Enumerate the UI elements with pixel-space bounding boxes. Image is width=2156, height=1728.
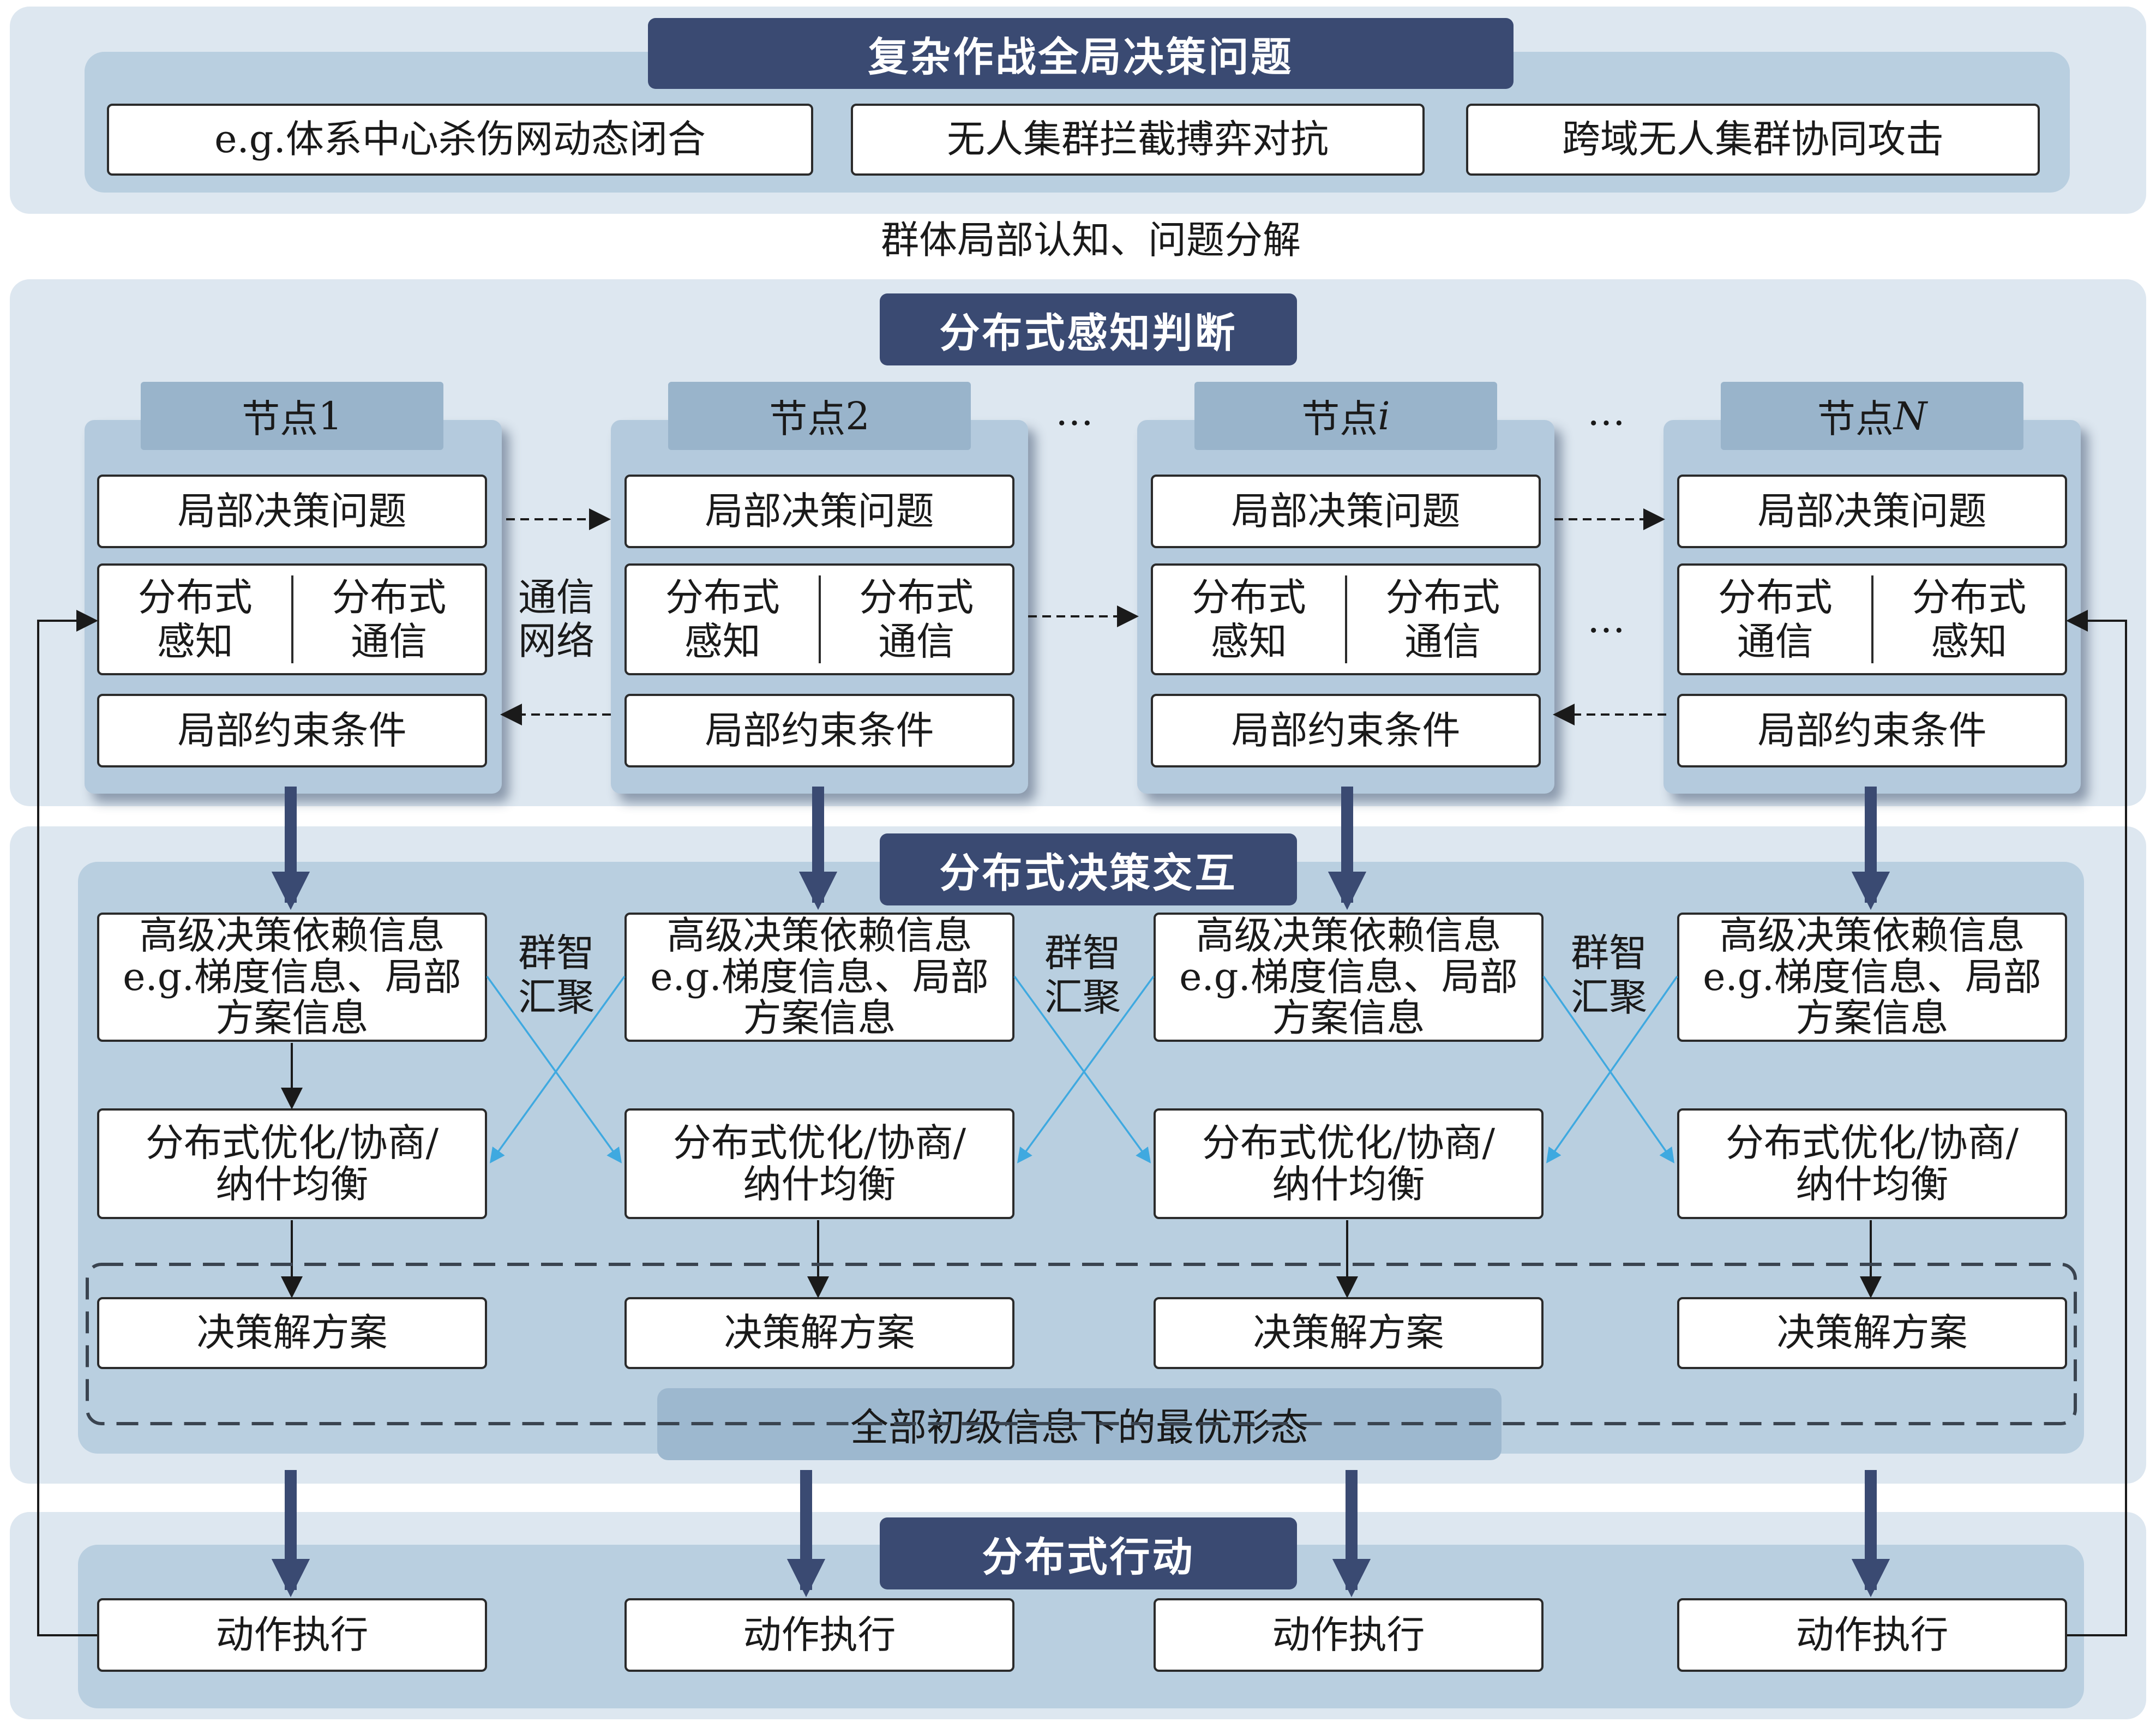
example-kill-web: e.g.体系中心杀伤网动态闭合	[107, 104, 813, 176]
action-title: 分布式行动	[880, 1517, 1297, 1589]
node-1-optimize-box: 分布式优化/协商/ 纳什均衡	[97, 1108, 487, 1219]
node-i-left-cell: 分布式 感知	[1191, 575, 1306, 664]
node-2-solution-box: 决策解方案	[624, 1297, 1014, 1369]
node-2-execute-box: 动作执行	[624, 1598, 1014, 1672]
node-n-solution-box: 决策解方案	[1677, 1297, 2067, 1369]
node-1-perception-comm: 分布式 感知 分布式 通信	[97, 563, 487, 675]
node-i-optimize-box: 分布式优化/协商/ 纳什均衡	[1154, 1108, 1544, 1219]
node-i-perception-comm: 分布式 感知 分布式 通信	[1151, 563, 1541, 675]
feedback-loop-right	[2066, 610, 2127, 1636]
interaction-title: 分布式决策交互	[880, 833, 1297, 905]
node-2-info-box: 高级决策依赖信息 e.g.梯度信息、局部 方案信息	[624, 913, 1014, 1042]
node-1-solution-box: 决策解方案	[97, 1297, 487, 1369]
decompose-label: 群体局部认知、问题分解	[881, 217, 1301, 262]
node-i-local-constraint: 局部约束条件	[1151, 694, 1541, 767]
node-n-local-constraint: 局部约束条件	[1677, 694, 2067, 767]
node-2-right-cell: 分布式 通信	[818, 575, 1013, 663]
feedback-loop-left	[37, 610, 98, 1636]
swarm-aggregation-label-2: 群智 汇聚	[1044, 931, 1121, 1019]
node-2-optimize-box: 分布式优化/协商/ 纳什均衡	[624, 1108, 1014, 1219]
node-i-execute-box: 动作执行	[1154, 1598, 1544, 1672]
node-i-right-cell: 分布式 通信	[1344, 575, 1539, 663]
swarm-aggregation-label-1: 群智 汇聚	[518, 931, 594, 1019]
solutions-dashed-frame	[86, 1263, 2077, 1425]
example-cross-domain-attack: 跨域无人集群协同攻击	[1466, 104, 2040, 176]
node-1-local-problem: 局部决策问题	[97, 475, 487, 548]
cross-i-to-n	[1542, 975, 1675, 1163]
cross-2-to-1	[489, 975, 626, 1163]
node-n-info-box: 高级决策依赖信息 e.g.梯度信息、局部 方案信息	[1677, 913, 2067, 1042]
node-1-local-constraint: 局部约束条件	[97, 694, 487, 767]
node-2-local-constraint: 局部约束条件	[624, 694, 1014, 767]
node-i-solution-box: 决策解方案	[1154, 1297, 1544, 1369]
comm-network-label: 通信 网络	[518, 574, 594, 663]
cross-2-to-i	[1013, 975, 1151, 1163]
swarm-cross-arrows	[486, 975, 1678, 1163]
node-1-info-box: 高级决策依赖信息 e.g.梯度信息、局部 方案信息	[97, 913, 487, 1042]
cross-i-to-2	[1017, 975, 1155, 1163]
ellipsis-top-right: …	[1587, 389, 1625, 434]
node-n-right-cell: 分布式 感知	[1871, 575, 2065, 663]
node-n-left-cell: 分布式 通信	[1717, 575, 1833, 664]
descender-arrows	[271, 787, 1890, 1598]
node-n-optimize-box: 分布式优化/协商/ 纳什均衡	[1677, 1108, 2067, 1219]
example-swarm-intercept: 无人集群拦截搏弈对抗	[851, 104, 1425, 176]
swarm-aggregation-label-3: 群智 汇聚	[1571, 931, 1647, 1019]
node-n-local-problem: 局部决策问题	[1677, 475, 2067, 548]
node-i-info-box: 高级决策依赖信息 e.g.梯度信息、局部 方案信息	[1154, 913, 1544, 1042]
dashed-node-links	[500, 508, 1666, 725]
cross-1-to-2	[486, 975, 622, 1163]
node-1-right-cell: 分布式 通信	[291, 575, 485, 663]
node-2-left-cell: 分布式 感知	[665, 575, 780, 664]
node-n-execute-box: 动作执行	[1677, 1598, 2067, 1672]
node-1-left-cell: 分布式 感知	[137, 575, 253, 664]
feedback-loops	[37, 610, 2127, 1636]
global-problem-title: 复杂作战全局决策问题	[648, 18, 1514, 89]
ellipsis-middle: …	[1587, 596, 1625, 641]
ellipsis-top-left: …	[1055, 389, 1094, 434]
node-2-local-problem: 局部决策问题	[624, 475, 1014, 548]
internal-arrows	[281, 1043, 1882, 1298]
node-i-local-problem: 局部决策问题	[1151, 475, 1541, 548]
node-2-perception-comm: 分布式 感知 分布式 通信	[624, 563, 1014, 675]
cross-n-to-i	[1546, 975, 1678, 1163]
perception-title: 分布式感知判断	[880, 293, 1297, 365]
node-1-execute-box: 动作执行	[97, 1598, 487, 1672]
